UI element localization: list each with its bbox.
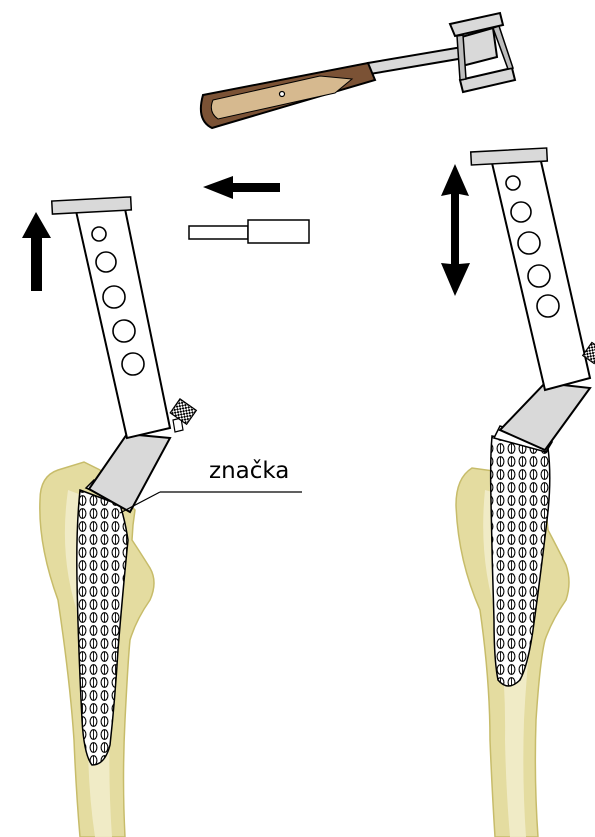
mallet-handle-hole [280, 92, 285, 97]
right-arm-hole-1 [506, 176, 520, 190]
right-instrument [471, 148, 595, 450]
right-arm-hole-3 [518, 232, 540, 254]
right-arm-hole-2 [511, 202, 531, 222]
marker-label: značka [209, 458, 289, 484]
double-arrow-icon [441, 164, 470, 296]
arrow-up-icon [22, 212, 51, 291]
arrow-left-icon [203, 176, 280, 199]
inserter-pin [189, 220, 309, 243]
mallet [201, 13, 515, 128]
mallet-head-bottom-face [460, 68, 515, 92]
left-arm-hole-1 [92, 227, 106, 241]
mallet-shaft [368, 47, 464, 74]
left-femur [40, 462, 154, 837]
left-arm-hole-4 [113, 320, 135, 342]
left-arm-hole-3 [103, 286, 125, 308]
left-arm-hole-5 [122, 353, 144, 375]
right-femur [456, 426, 569, 837]
left-arm-hole-2 [96, 252, 116, 272]
right-arm-hole-5 [537, 295, 559, 317]
right-arm-hole-4 [528, 265, 550, 287]
